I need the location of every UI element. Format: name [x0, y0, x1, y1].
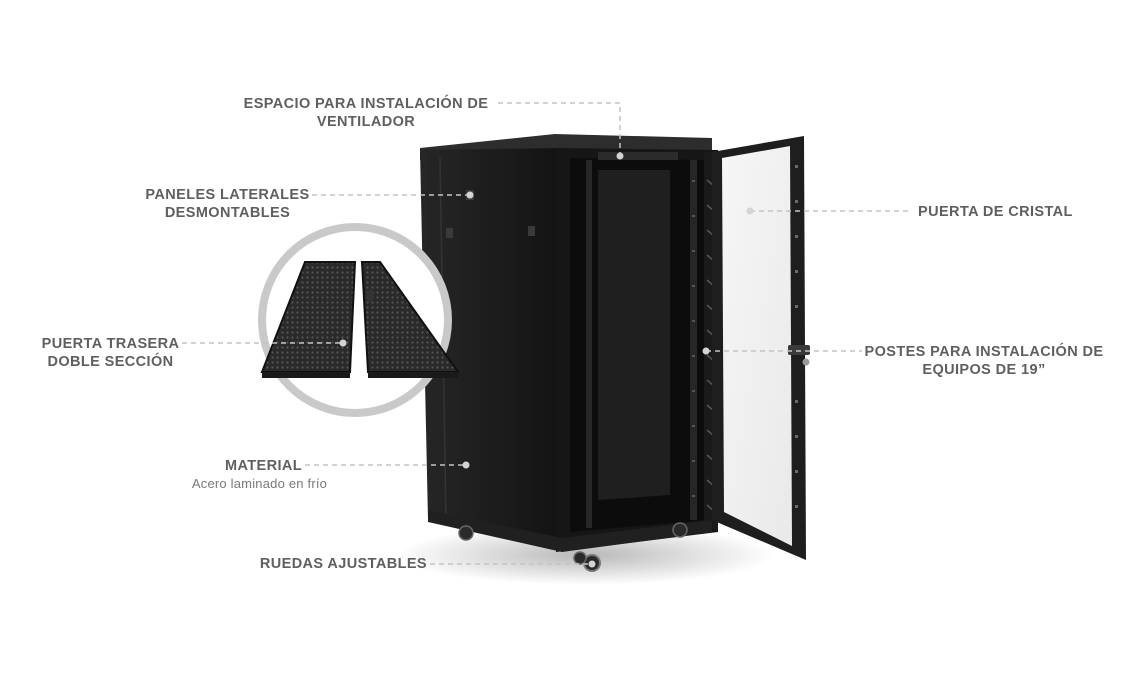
mounting-post-right — [690, 160, 697, 520]
dot-side-panels — [466, 191, 474, 199]
door-frame-holes — [795, 165, 798, 508]
dot-glass-door — [746, 207, 754, 215]
glass-door — [712, 136, 810, 560]
label-material-description: Acero laminado en frío — [191, 476, 328, 491]
leader-lines — [182, 102, 912, 565]
dot-posts — [702, 347, 710, 355]
label-side-panels: PANELES LATERALES DESMONTABLES — [145, 186, 310, 222]
leader-dots — [339, 152, 754, 568]
cabinet-base — [428, 510, 712, 552]
label-fan-space-line1: ESPACIO PARA INSTALACIÓN DE — [243, 96, 489, 112]
rear-door-section-right-edge — [368, 372, 458, 378]
door-lock-icon — [802, 358, 810, 366]
post-holes — [692, 180, 695, 497]
label-fan-space-line2: VENTILADOR — [316, 114, 416, 130]
rear-door-inset — [258, 223, 460, 417]
wheel-icon — [458, 525, 474, 541]
label-wheels-line1: RUEDAS AJUSTABLES — [259, 556, 427, 572]
label-wheels: RUEDAS AJUSTABLES — [255, 555, 427, 573]
label-material: MATERIAL Acero laminado en frío — [172, 457, 347, 493]
dot-material — [462, 461, 470, 469]
side-panel — [420, 148, 562, 548]
door-handle-icon — [788, 345, 810, 355]
leader-line-fan — [498, 102, 621, 155]
label-posts-line2: EQUIPOS DE 19” — [922, 362, 1046, 378]
label-rear-door: PUERTA TRASERA DOBLE SECCIÓN — [38, 335, 183, 371]
side-panel-latch — [446, 228, 453, 238]
label-posts: POSTES PARA INSTALACIÓN DE EQUIPOS DE 19… — [864, 343, 1104, 379]
rack-cabinet — [420, 134, 718, 572]
label-side-panels-line1: PANELES LATERALES — [145, 187, 310, 203]
label-side-panels-line2: DESMONTABLES — [164, 205, 291, 221]
wheel-icon — [573, 551, 587, 565]
rear-door-section-left-edge — [262, 372, 350, 378]
mounting-post-left — [586, 160, 592, 528]
label-rear-door-line2: DOBLE SECCIÓN — [47, 354, 174, 370]
label-posts-line1: POSTES PARA INSTALACIÓN DE — [864, 344, 1104, 360]
label-material-title: MATERIAL — [224, 458, 302, 474]
side-panel-latch — [528, 226, 535, 236]
dot-rear-door — [339, 339, 347, 347]
label-fan-space: ESPACIO PARA INSTALACIÓN DE VENTILADOR — [240, 95, 492, 131]
interior-back-panel — [598, 170, 670, 500]
wheel-icon — [672, 522, 688, 538]
dot-wheels — [588, 560, 596, 568]
label-glass-door: PUERTA DE CRISTAL — [918, 203, 1078, 221]
fan-opening — [598, 152, 678, 160]
label-glass-door-line1: PUERTA DE CRISTAL — [918, 204, 1073, 220]
dot-fan — [616, 152, 624, 160]
label-rear-door-line1: PUERTA TRASERA — [41, 336, 180, 352]
glass-door-pane — [722, 146, 792, 546]
rear-door-latch — [367, 290, 373, 302]
